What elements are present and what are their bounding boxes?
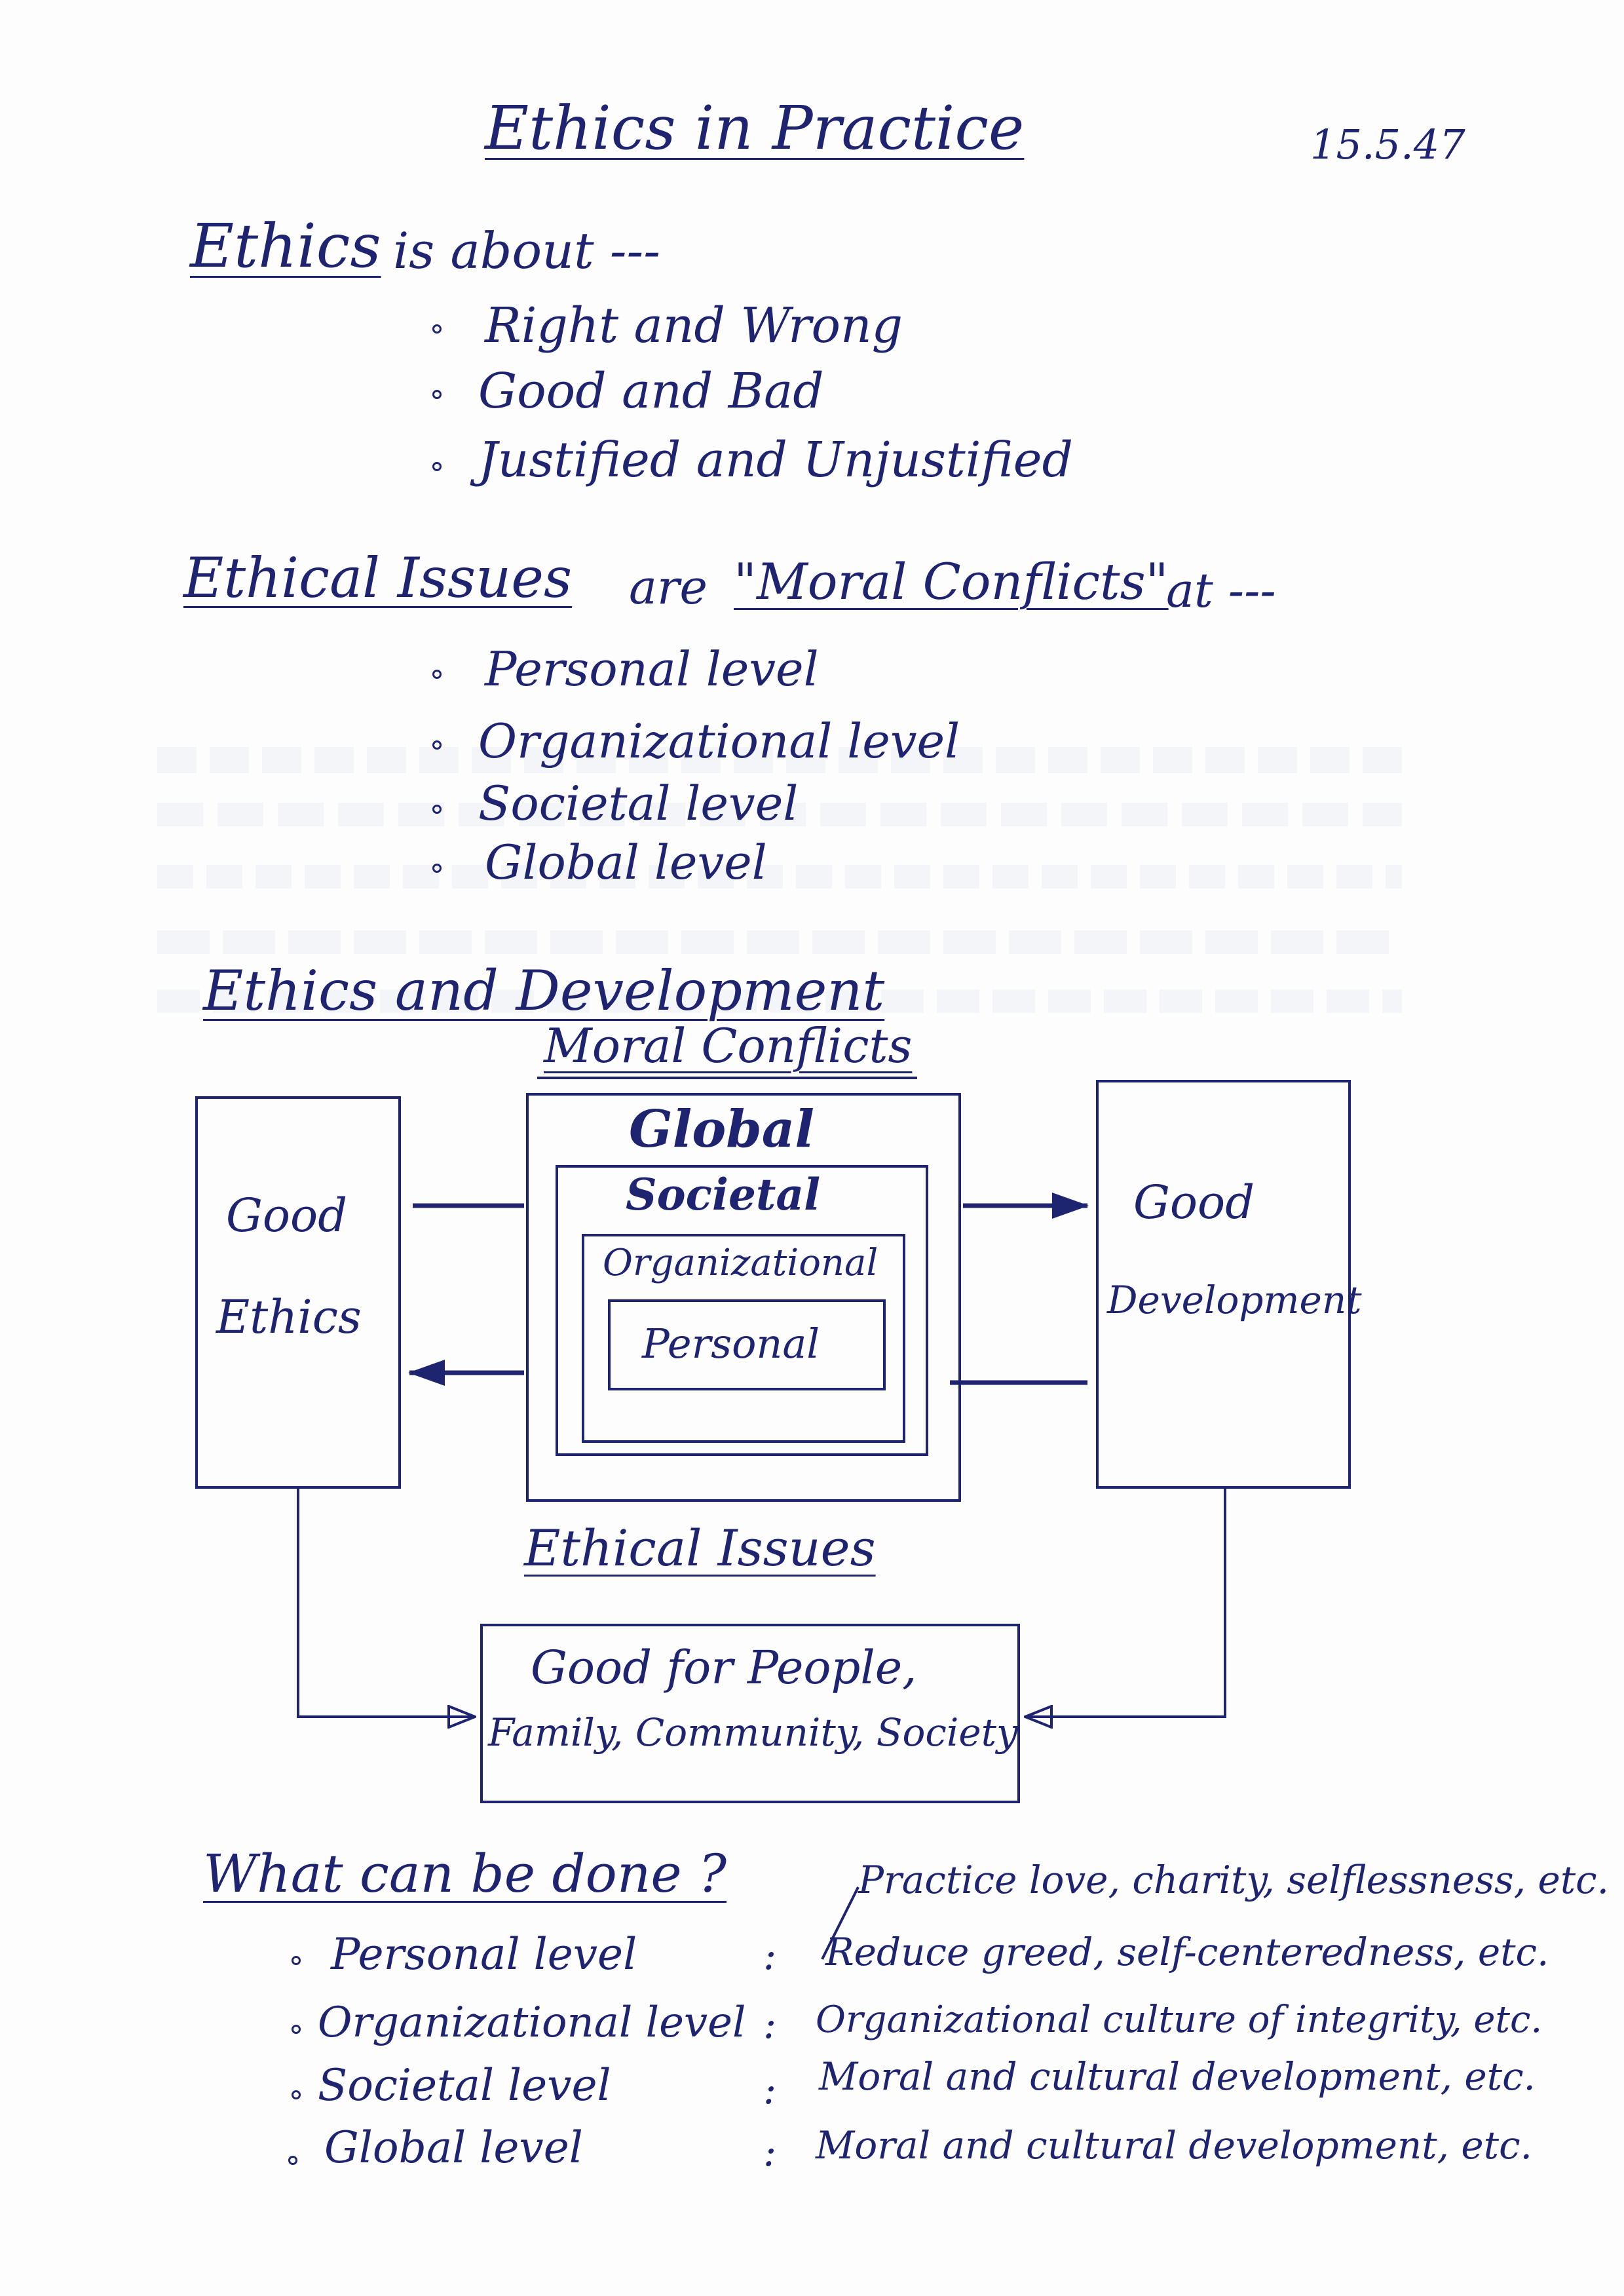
right-box-line-2: Development	[1107, 1278, 1362, 1322]
global-box	[526, 1093, 961, 1502]
colon-separator: :	[763, 2130, 777, 2175]
nested-label-organizational: Organizational	[603, 1242, 878, 1284]
left-box-line-2: Ethics	[216, 1290, 362, 1344]
section-heading-suffix: is about ---	[393, 221, 660, 280]
bullet-icon	[432, 805, 442, 814]
list-item: Good and Bad	[478, 363, 824, 419]
bottom-box-line-2: Family, Community, Society	[488, 1710, 1018, 1755]
bleed-through-line	[157, 747, 1402, 773]
bullet-icon	[432, 670, 442, 679]
right-box-line-1: Good	[1133, 1176, 1255, 1229]
action-row-4: Moral and cultural development, etc.	[816, 2123, 1532, 2168]
bottom-box-line-1: Good for People,	[531, 1641, 917, 1694]
bullet-icon	[432, 324, 442, 334]
societal-box	[556, 1165, 928, 1456]
action-row-0: Practice love, charity, selflessness, et…	[858, 1858, 1610, 1902]
bullet-icon	[432, 864, 442, 873]
good-development-box	[1096, 1080, 1351, 1489]
left-box-line-1: Good	[226, 1189, 348, 1242]
level-row-1: Personal level	[331, 1929, 637, 1980]
colon-separator: :	[763, 2002, 777, 2048]
bullet-icon	[432, 390, 442, 399]
nested-label-societal: Societal	[626, 1169, 821, 1220]
level-row-4: Global level	[324, 2122, 583, 2173]
bleed-through-line	[157, 865, 1402, 889]
nested-label-global: Global	[629, 1100, 814, 1159]
bullet-icon	[292, 2025, 301, 2034]
list-item: Personal level	[485, 641, 819, 697]
section-heading-ethics: Ethics	[190, 211, 381, 281]
section-heading-connector: are	[629, 560, 708, 615]
bullet-icon	[292, 1956, 301, 1965]
level-row-3: Societal level	[318, 2060, 611, 2111]
good-for-people-box	[480, 1624, 1020, 1803]
list-item: Justified and Unjustified	[478, 432, 1073, 488]
bleed-through-line	[157, 989, 1402, 1013]
list-item: Global level	[485, 835, 767, 890]
page-date: 15.5.47	[1310, 121, 1465, 168]
section-heading-suffix: at ---	[1166, 563, 1276, 618]
list-item: Organizational level	[478, 714, 960, 769]
bullet-icon	[432, 462, 442, 471]
list-item: Societal level	[478, 776, 799, 831]
colon-separator: :	[763, 2067, 777, 2113]
level-row-2: Organizational level	[318, 1999, 746, 2047]
diagram-label-moral-conflicts: Moral Conflicts	[544, 1018, 913, 1073]
bleed-through-line	[157, 930, 1402, 954]
nested-label-personal: Personal	[642, 1320, 820, 1368]
bleed-through-line	[157, 803, 1402, 826]
action-row-1: Reduce greed, self-centeredness, etc.	[825, 1930, 1549, 1974]
action-row-2: Organizational culture of integrity, etc…	[816, 1999, 1543, 2041]
section-heading-ethical-issues: Ethical Issues	[183, 546, 573, 610]
colon-separator: :	[763, 1933, 777, 1979]
organizational-box	[582, 1234, 905, 1443]
page-title: Ethics in Practice	[485, 93, 1025, 163]
section-heading-quote: "Moral Conflicts"	[734, 552, 1169, 611]
bullet-icon	[288, 2156, 297, 2165]
bullet-icon	[432, 740, 442, 750]
bullet-icon	[292, 2090, 301, 2099]
diagram-label-ethical-issues: Ethical Issues	[524, 1519, 876, 1577]
section-heading-what-can-be-done: What can be done ?	[203, 1843, 727, 1904]
section-heading-ethics-development: Ethics and Development	[203, 959, 885, 1023]
action-row-3: Moral and cultural development, etc.	[819, 2054, 1536, 2099]
list-item: Right and Wrong	[485, 297, 903, 354]
personal-box	[608, 1299, 886, 1390]
